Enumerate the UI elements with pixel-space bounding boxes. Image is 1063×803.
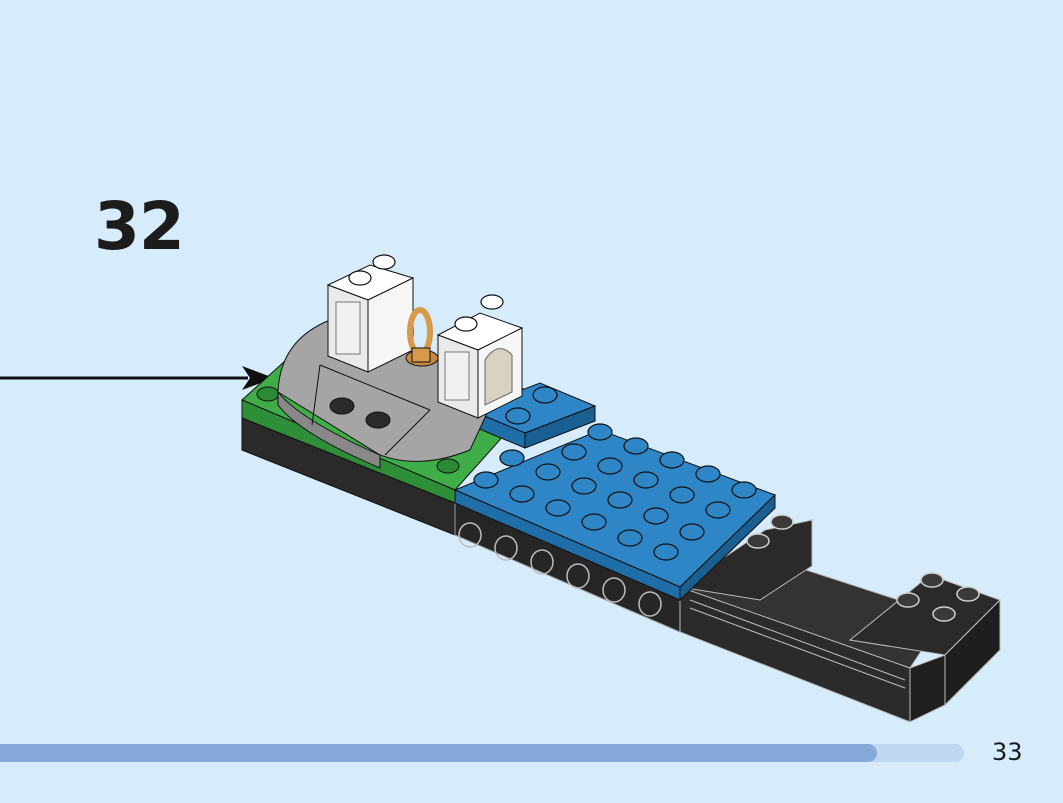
blue-plate — [453, 382, 776, 602]
black-base — [241, 417, 1001, 723]
gold-piece — [405, 307, 439, 367]
white-brick-left — [326, 254, 415, 373]
progress-bar — [0, 744, 964, 762]
progress-bar-fill — [0, 744, 878, 762]
callout-arrow-icon — [0, 366, 274, 390]
white-brick-right — [436, 294, 524, 419]
step-number: 32 — [94, 188, 185, 265]
page-number: 33 — [992, 738, 1023, 766]
